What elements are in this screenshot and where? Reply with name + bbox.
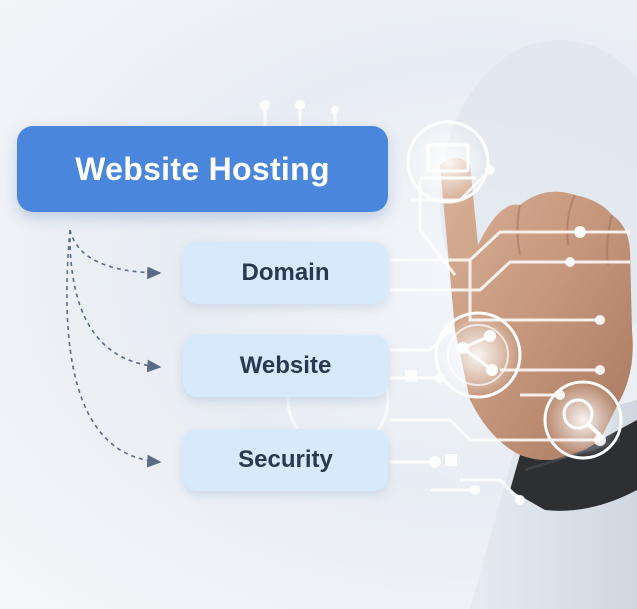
website-hosting-node: Website Hosting bbox=[17, 126, 388, 212]
node-title: Website Hosting bbox=[75, 150, 330, 187]
share-network-icon bbox=[434, 311, 522, 399]
website-node: Website bbox=[183, 335, 388, 397]
security-node: Security bbox=[183, 429, 388, 491]
node-label-website: Website bbox=[239, 352, 332, 379]
node-label-security: Security bbox=[238, 446, 333, 473]
laptop-icon bbox=[406, 120, 490, 204]
magnifier-icon bbox=[543, 380, 623, 460]
domain-node: Domain bbox=[183, 242, 388, 304]
circuit-lines bbox=[263, 105, 630, 502]
node-label-domain: Domain bbox=[241, 259, 330, 286]
